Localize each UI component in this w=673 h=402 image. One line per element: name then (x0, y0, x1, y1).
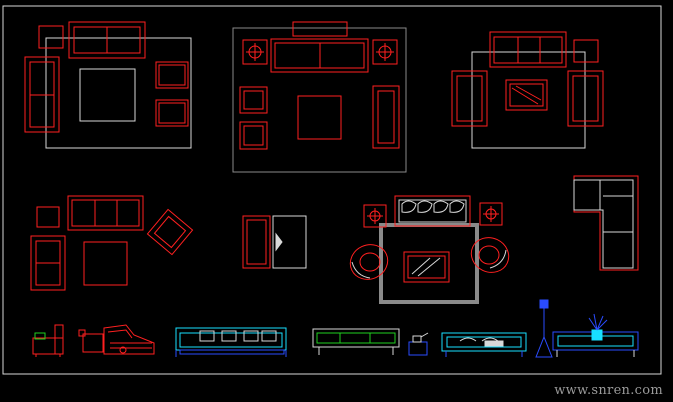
side-table (573, 39, 599, 63)
sofa-elevation-cushioned (441, 332, 527, 357)
three-seat-sofa (489, 31, 567, 68)
sofa-elevation-modern (312, 328, 400, 355)
round-chair-left (349, 244, 389, 280)
coffee-table (297, 95, 342, 140)
coffee-table (403, 251, 450, 283)
armchair-right-top (155, 61, 189, 89)
coffee-table (79, 68, 136, 122)
drawing-frame (2, 5, 662, 375)
sofa-with-cushions (394, 195, 471, 227)
armchair-left-bottom (239, 121, 268, 150)
console-table (292, 21, 348, 37)
armchair-elevation (32, 324, 64, 357)
side-table-elevation (408, 332, 429, 356)
living-room-set-1 (24, 21, 192, 149)
coffee-table (83, 241, 128, 286)
living-room-set-6 (349, 195, 510, 304)
armchair-right-bottom (155, 99, 189, 127)
chaise (372, 85, 400, 149)
living-room-set-3 (451, 31, 604, 149)
recliner-elevation (78, 324, 155, 355)
three-seat-sofa (270, 38, 369, 73)
side-table (36, 206, 60, 228)
floor-lamp (535, 299, 553, 358)
l-sectional-sofa (573, 175, 639, 271)
loveseat-left (24, 56, 60, 133)
living-room-set-2 (232, 21, 407, 173)
table-lamp-left (363, 204, 387, 228)
armchair-right (567, 70, 604, 127)
sofa-elevation-with-plant (552, 313, 639, 357)
coffee-table (505, 79, 548, 111)
loveseat-left (30, 235, 66, 291)
three-seat-sofa (68, 21, 146, 59)
area-rug (379, 223, 479, 304)
area-rug (232, 27, 407, 173)
round-chair-right (470, 237, 510, 273)
table-lamp-right (479, 202, 503, 226)
living-room-set-4 (30, 195, 194, 291)
area-rug (45, 37, 192, 149)
ottoman (272, 215, 307, 269)
area-rug (471, 51, 586, 149)
sofa-elevation-long (175, 327, 287, 357)
three-seat-sofa (67, 195, 144, 231)
armchair-rotated (146, 208, 194, 256)
armchair-single (242, 215, 307, 269)
watermark: www.snren.com (554, 383, 663, 398)
armchair-left (451, 70, 488, 127)
table-lamp-left (242, 39, 268, 65)
table-lamp-right (372, 39, 398, 65)
armchair-left-top (239, 86, 268, 114)
side-table (38, 25, 64, 49)
